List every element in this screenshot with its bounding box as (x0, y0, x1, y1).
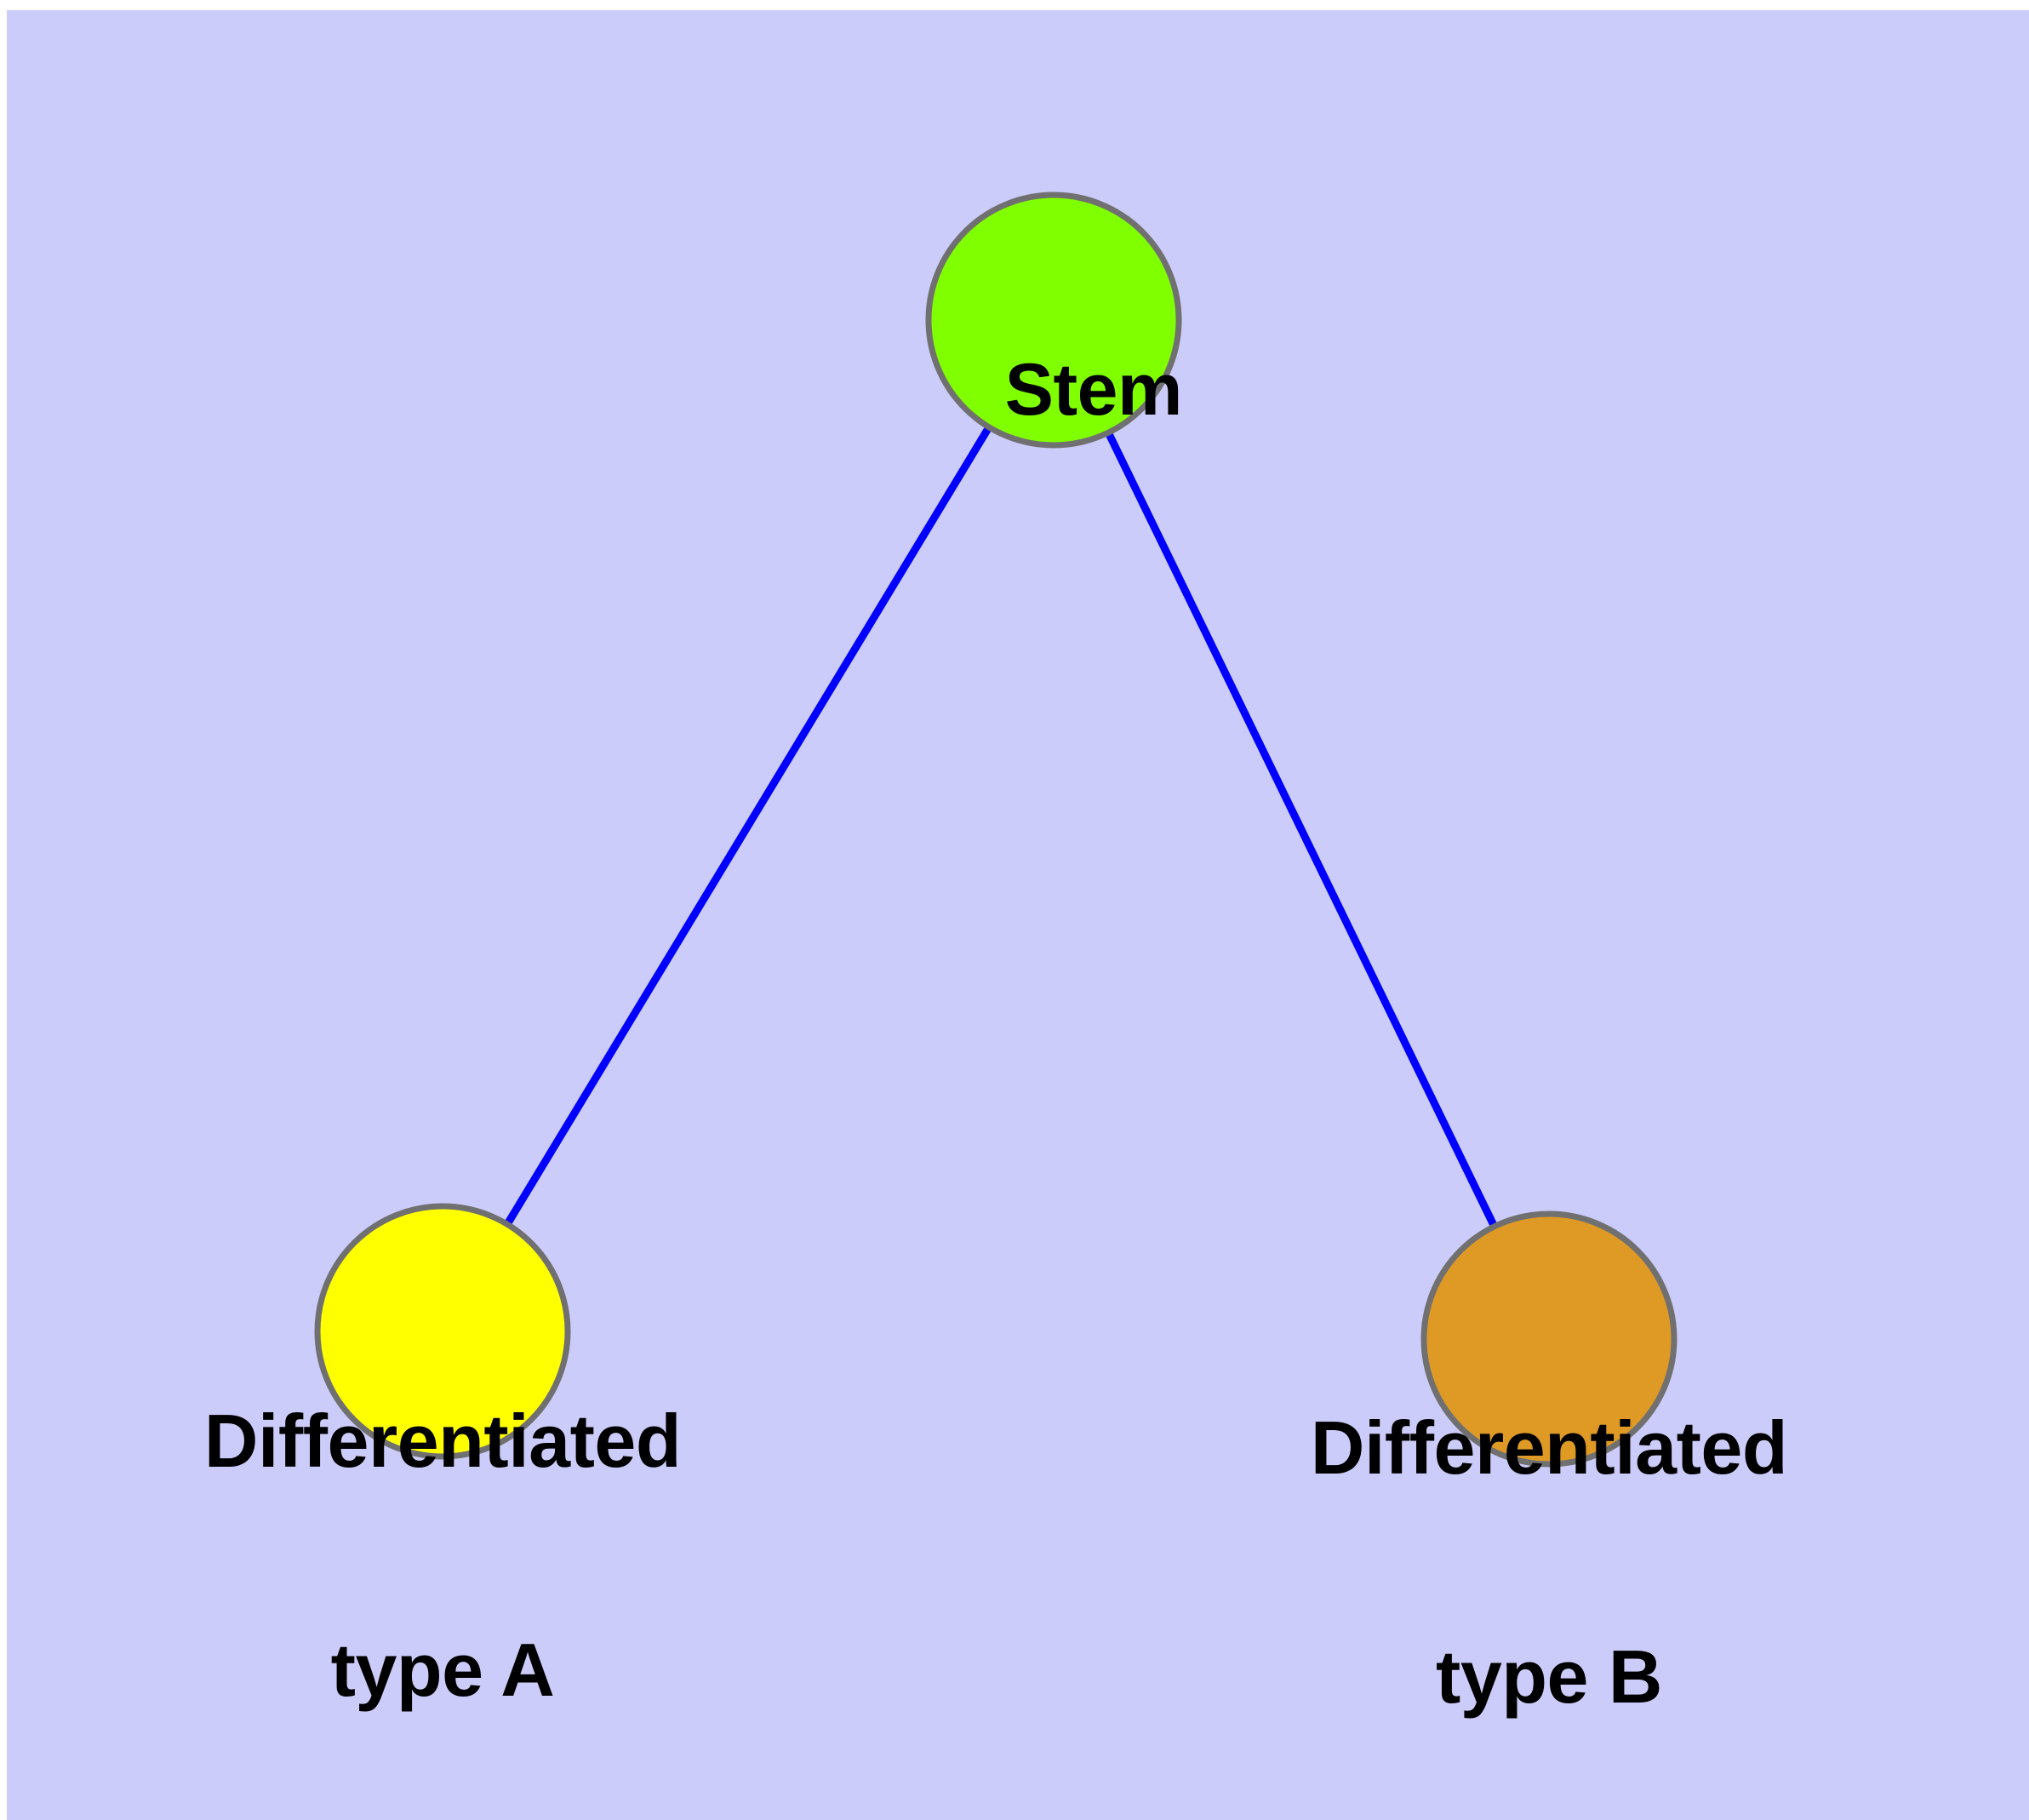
edge-stem-to-differentiated-type-a[interactable] (502, 422, 994, 1229)
node-stem[interactable] (925, 192, 1182, 449)
node-layer (314, 192, 1677, 1468)
edge-stem-to-differentiated-type-b[interactable] (1103, 427, 1500, 1232)
node-differentiated-type-b[interactable] (1420, 1210, 1677, 1468)
node-differentiated-type-a[interactable] (314, 1203, 571, 1460)
edge-layer (502, 422, 1500, 1232)
